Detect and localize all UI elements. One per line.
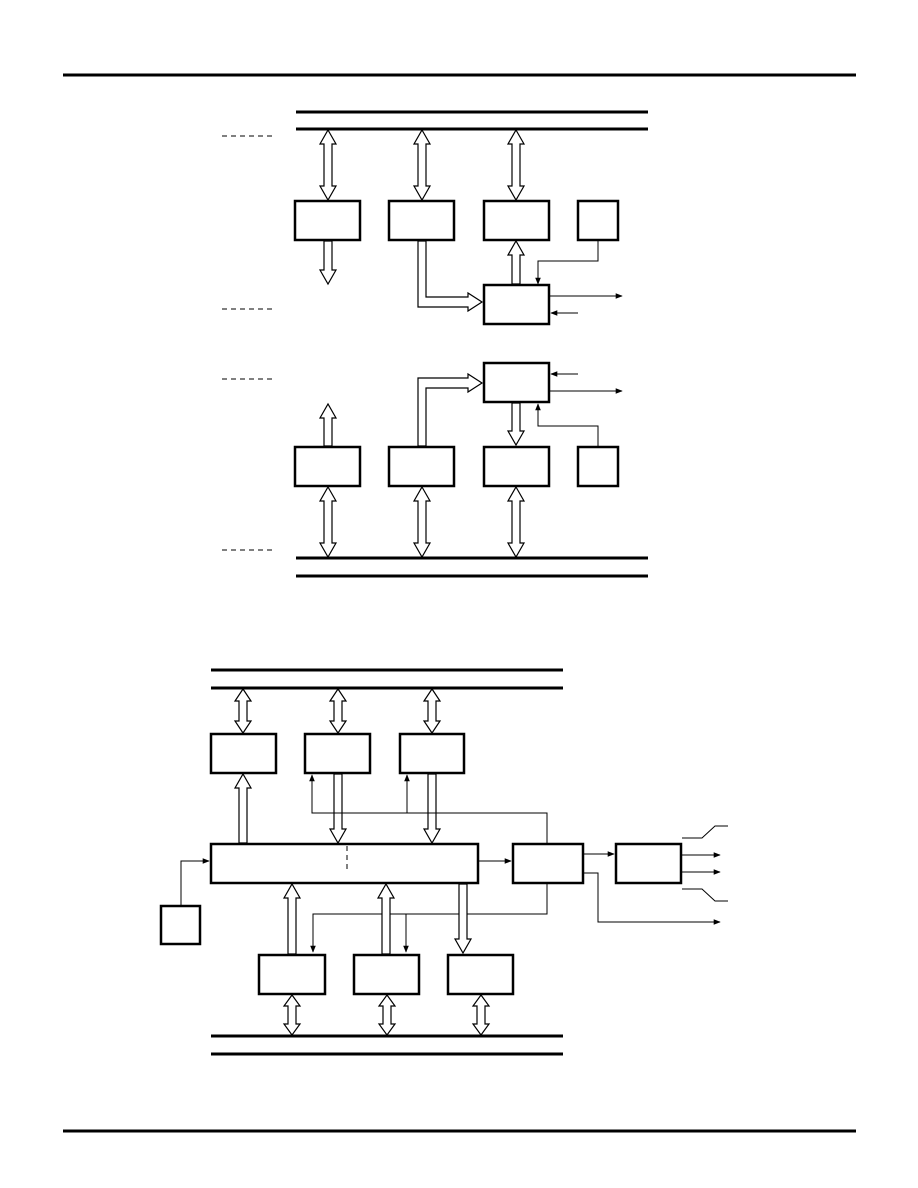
bidirectional-arrow (377, 993, 397, 1037)
block-box (293, 445, 362, 488)
bidirectional-arrow (506, 485, 526, 559)
down-arrow (453, 883, 473, 955)
wide-arrow (417, 372, 484, 447)
controller-box (482, 283, 551, 326)
up-arrow (506, 239, 526, 285)
block-box (482, 445, 551, 488)
block-box (257, 953, 327, 996)
block-box (387, 445, 456, 488)
bidirectional-arrow (318, 128, 338, 202)
block-box (482, 199, 551, 242)
bidirectional-arrow (506, 128, 526, 202)
block-box (293, 199, 362, 242)
block-box (446, 953, 515, 996)
control-line (310, 884, 548, 953)
block-box (303, 732, 372, 775)
down-arrow (506, 402, 526, 447)
block-box (398, 732, 466, 775)
main-block-box (209, 842, 480, 885)
output-line (584, 872, 721, 925)
bidirectional-arrow (233, 687, 253, 735)
small-block-box (576, 199, 620, 242)
up-arrow (318, 402, 338, 447)
up-arrow (282, 882, 302, 955)
output-box (614, 842, 683, 885)
bidirectional-arrow (318, 485, 338, 559)
controller-box (482, 361, 551, 404)
wide-arrow (417, 240, 484, 313)
down-arrow (422, 773, 442, 845)
figure-2 (159, 668, 728, 1056)
block-box (352, 953, 421, 996)
bidirectional-arrow (412, 485, 432, 559)
down-arrow (318, 240, 338, 286)
bidirectional-arrow (328, 687, 348, 735)
side-block-box (159, 904, 202, 946)
input-line (180, 858, 210, 906)
small-block-box (576, 445, 620, 488)
output-line (682, 825, 728, 839)
up-arrow (233, 772, 253, 844)
control-line (309, 774, 548, 843)
bidirectional-arrow (471, 993, 491, 1037)
up-arrow (376, 882, 396, 955)
controller-box (511, 842, 585, 885)
output-line (682, 888, 728, 902)
bidirectional-arrow (412, 128, 432, 202)
control-line (535, 241, 599, 285)
block-box (209, 732, 278, 775)
down-arrow (328, 773, 348, 845)
control-line (535, 403, 599, 446)
bidirectional-arrow (422, 687, 442, 735)
bidirectional-arrow (282, 993, 302, 1037)
block-box (387, 199, 456, 242)
figure-1 (222, 110, 648, 578)
